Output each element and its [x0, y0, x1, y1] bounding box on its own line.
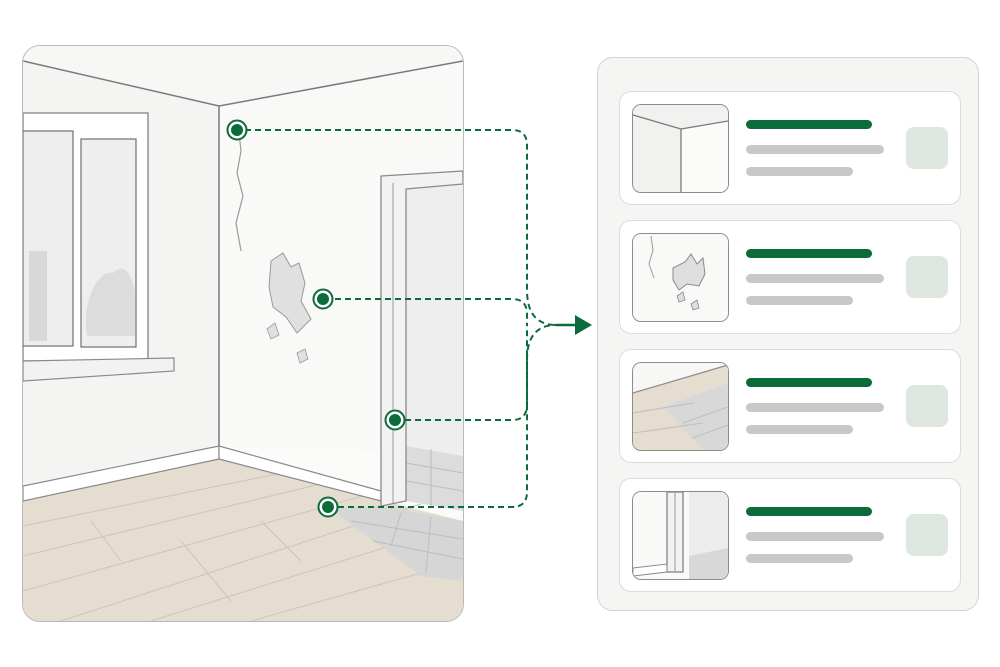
card-line-placeholder — [746, 145, 884, 154]
card-status-tag — [906, 256, 948, 298]
card-line-placeholder — [746, 296, 853, 305]
marker-floor-threshold — [317, 496, 339, 518]
thumb-floor-transition — [632, 362, 729, 451]
room-illustration — [22, 45, 464, 622]
marker-ceiling-corner — [226, 119, 248, 141]
card-peeling-plaster[interactable] — [619, 220, 961, 334]
card-ceiling-corner[interactable] — [619, 91, 961, 205]
marker-door-frame — [384, 409, 406, 431]
card-line-placeholder — [746, 167, 853, 176]
marker-peeling-plaster — [312, 288, 334, 310]
arrow-icon — [575, 315, 592, 335]
card-door-frame[interactable] — [619, 478, 961, 592]
card-title-placeholder — [746, 120, 872, 129]
thumb-ceiling-corner — [632, 104, 729, 193]
card-status-tag — [906, 385, 948, 427]
card-line-placeholder — [746, 425, 853, 434]
card-line-placeholder — [746, 274, 884, 283]
card-line-placeholder — [746, 554, 853, 563]
card-title-placeholder — [746, 378, 872, 387]
card-line-placeholder — [746, 403, 884, 412]
card-status-tag — [906, 514, 948, 556]
thumb-door-frame — [632, 491, 729, 580]
results-panel — [597, 57, 979, 611]
thumb-peeling-plaster — [632, 233, 729, 322]
card-status-tag — [906, 127, 948, 169]
card-line-placeholder — [746, 532, 884, 541]
card-floor-transition[interactable] — [619, 349, 961, 463]
card-title-placeholder — [746, 249, 872, 258]
card-title-placeholder — [746, 507, 872, 516]
